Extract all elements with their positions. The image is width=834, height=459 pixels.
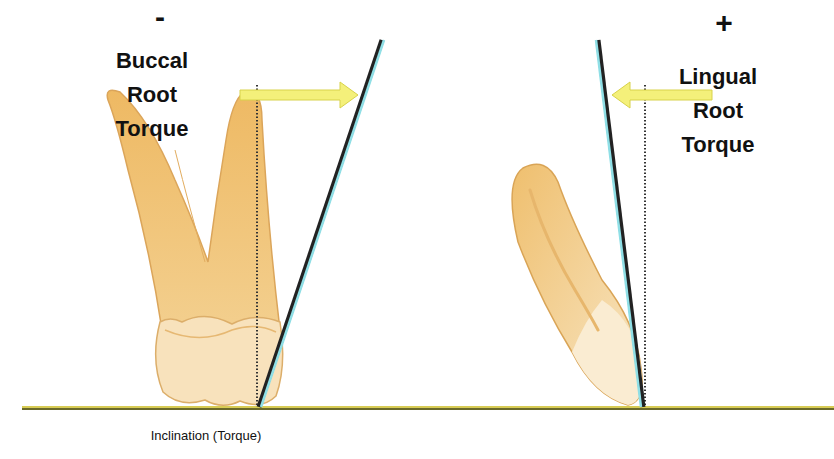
incisor-pulp: [530, 190, 598, 330]
torque-label: Lingual Root Torque: [672, 60, 764, 162]
sign-label: -: [140, 2, 180, 32]
torque-arrow: [240, 82, 358, 108]
molar-root-shade: [175, 150, 205, 262]
torque-label: Buccal Root Torque: [106, 44, 198, 146]
ground-line-highlight: [22, 406, 834, 408]
reference-vertical: [644, 85, 646, 406]
sign-label: +: [704, 8, 744, 38]
caption-label: Inclination (Torque): [96, 428, 316, 444]
reference-vertical: [256, 85, 258, 406]
ground-line: [22, 406, 834, 410]
incisor-tooth: [512, 164, 642, 405]
molar-cej: [165, 326, 276, 337]
